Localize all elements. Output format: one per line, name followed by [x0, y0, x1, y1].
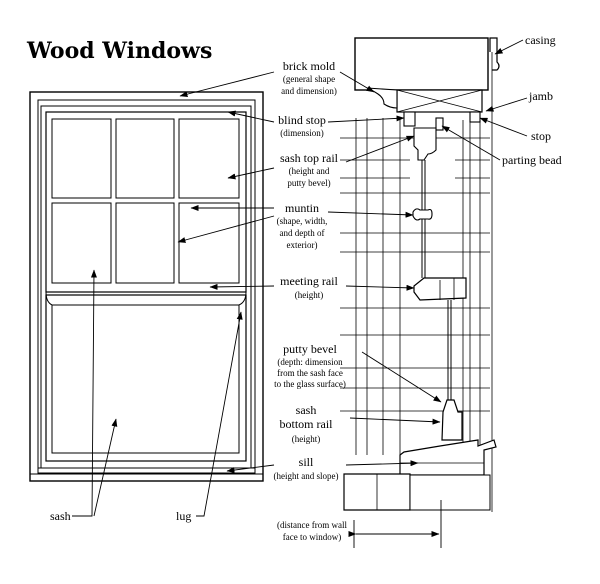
brick-courses — [340, 137, 490, 412]
label-blind-stop: blind stop — [278, 113, 326, 127]
window-section — [340, 37, 500, 548]
diagram-title: Wood Windows — [26, 38, 212, 64]
label-jamb: jamb — [528, 89, 553, 103]
stop-profile — [469, 111, 481, 123]
muntin-profile — [412, 208, 433, 221]
label-muntin-sub2: and depth of — [280, 228, 325, 238]
casing-profile — [489, 37, 500, 71]
label-putty-bevel-sub2: from the sash face — [277, 368, 343, 378]
upper-sash — [45, 111, 247, 293]
label-sash-bottom-rail-1: sash — [296, 403, 317, 417]
label-sash: sash — [50, 509, 71, 523]
label-brick-mold-sub1: (general shape — [283, 74, 335, 84]
label-distance-2: face to window) — [283, 532, 341, 542]
label-distance-1: (distance from wall — [277, 520, 347, 530]
label-sill: sill — [299, 455, 314, 469]
label-brick-mold-sub2: and dimension) — [281, 86, 337, 96]
label-muntin-sub1: (shape, width, — [277, 216, 328, 226]
upper-sash-panes — [51, 118, 240, 284]
label-putty-bevel-sub1: (depth: dimension — [277, 357, 343, 367]
lower-sash — [45, 294, 247, 462]
label-sash-top-rail: sash top rail — [280, 151, 339, 165]
lug-horns — [45, 291, 247, 306]
lower-sash-pane — [51, 304, 240, 454]
sill-support — [409, 474, 491, 511]
label-meeting-rail: meeting rail — [280, 274, 338, 288]
label-parting-bead: parting bead — [502, 153, 562, 167]
label-stop: stop — [531, 129, 551, 143]
label-muntin: muntin — [285, 201, 319, 215]
label-muntin-sub3: exterior) — [287, 240, 318, 250]
label-sash-bottom-rail-2: bottom rail — [280, 417, 334, 431]
sash-bottom-rail-profile — [441, 399, 463, 441]
label-blind-stop-sub: (dimension) — [280, 128, 324, 138]
parting-bead-profile — [435, 117, 444, 131]
label-meeting-rail-sub: (height) — [295, 290, 324, 300]
label-sill-sub: (height and slope) — [274, 471, 339, 481]
label-casing: casing — [525, 33, 556, 47]
head-lintel — [354, 37, 489, 91]
label-putty-bevel: putty bevel — [283, 342, 337, 356]
sash-top-rail-profile — [413, 127, 437, 161]
leader-lines — [72, 39, 528, 517]
label-sash-top-rail-sub2: putty bevel) — [287, 178, 330, 188]
sill-profile — [399, 439, 497, 476]
blind-stop-profile — [403, 111, 416, 127]
label-putty-bevel-sub3: to the glass surface) — [274, 379, 346, 389]
label-lug: lug — [176, 509, 191, 523]
label-sash-top-rail-sub1: (height and — [289, 166, 330, 176]
window-elevation — [29, 91, 264, 482]
label-sash-bottom-rail-sub: (height) — [292, 434, 321, 444]
label-brick-mold: brick mold — [283, 59, 335, 73]
annotations: brick mold (general shape and dimension)… — [50, 33, 562, 542]
